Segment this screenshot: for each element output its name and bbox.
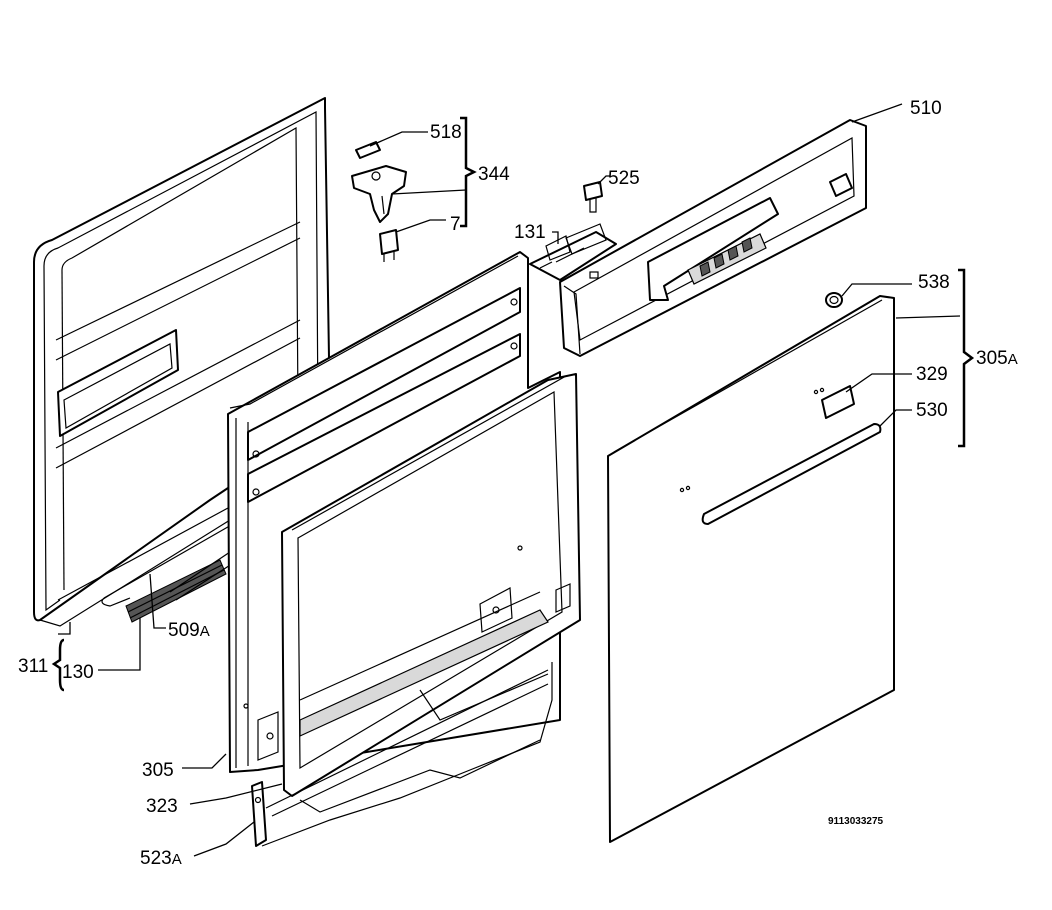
leader-lines <box>58 103 961 857</box>
label-518: 518 <box>430 122 462 143</box>
hinge-spring-assembly <box>101 519 241 623</box>
door-latch-assembly <box>351 141 407 262</box>
inner-door-panel <box>33 97 331 627</box>
knob-part <box>825 292 843 308</box>
label-7: 7 <box>450 214 461 235</box>
bottom-plinth-bracket <box>251 662 553 847</box>
group-braces <box>51 116 975 692</box>
label-305a: 305A <box>976 348 1018 369</box>
label-130: 130 <box>62 662 94 683</box>
label-344: 344 <box>478 164 510 185</box>
control-panel <box>559 119 867 357</box>
label-525: 525 <box>608 168 640 189</box>
label-305: 305 <box>142 760 174 781</box>
label-530: 530 <box>916 400 948 421</box>
label-510: 510 <box>910 98 942 119</box>
label-523a: 523A <box>140 848 182 869</box>
label-329: 329 <box>916 364 948 385</box>
part-labels: 510 518 344 525 7 131 538 305A 329 530 5… <box>18 98 1018 869</box>
button-part <box>583 181 603 213</box>
label-509a: 509A <box>168 620 210 641</box>
label-131: 131 <box>514 222 546 243</box>
document-number: 9113033275 <box>828 816 884 827</box>
control-board <box>529 223 617 281</box>
label-323: 323 <box>146 796 178 817</box>
label-311: 311 <box>18 656 48 677</box>
front-decor-panel <box>607 295 895 843</box>
label-538: 538 <box>918 272 950 293</box>
inner-frame-seal <box>281 373 581 797</box>
